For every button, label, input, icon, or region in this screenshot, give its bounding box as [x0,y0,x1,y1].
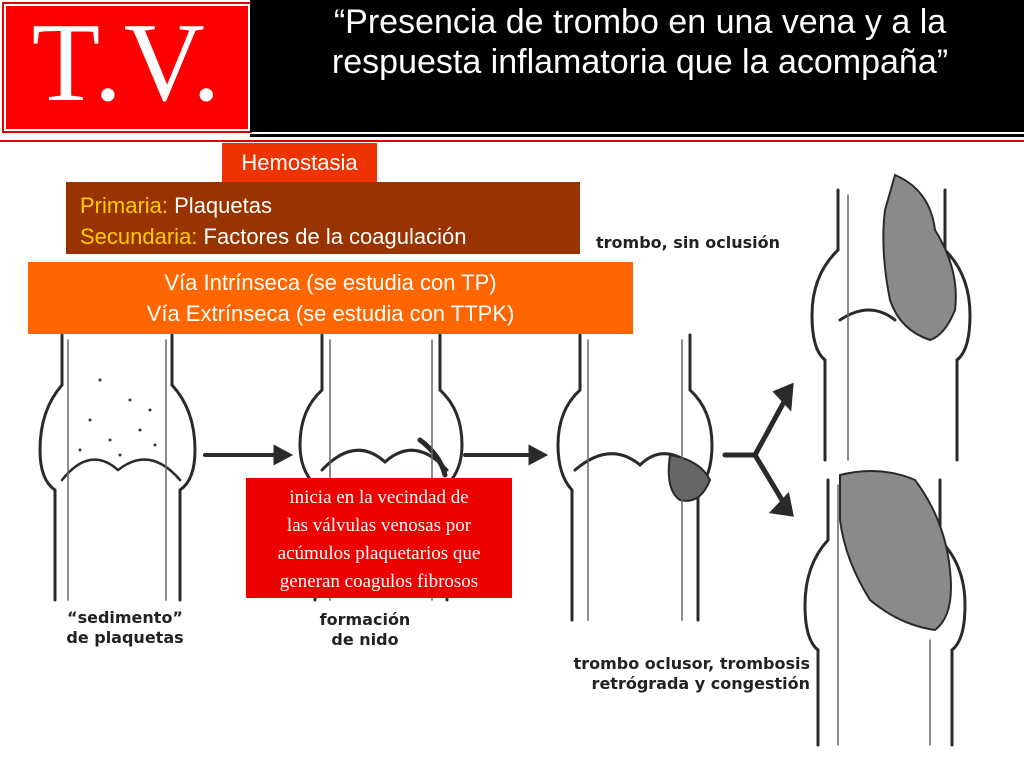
label-oclusor: trombo oclusor, trombosis retrógrada y c… [505,654,810,694]
label-formacion: formación de nido [300,610,430,650]
note-line-2: las válvulas venosas por [286,515,472,536]
vein-occlusive [803,470,967,747]
page-title: “Presencia de trombo en una vena y a la … [331,3,949,81]
vias-box: Vía Intrínseca (se estudia con TP) Vía E… [28,262,633,334]
vein-sediment [38,333,197,602]
red-divider [0,140,1024,142]
hemostasia-label: Hemostasia [222,143,377,183]
primaria-secundaria-box: Primaria: Plaquetas Secundaria: Factores… [66,182,580,254]
logo-box: T.V. [4,1,250,131]
label-sedimento-2: de plaquetas [66,628,184,647]
label-sin-oclusion: trombo, sin oclusión [596,233,781,252]
vein-thrombus-forming [556,333,714,622]
label-formacion-1: formación [319,610,411,629]
label-formacion-2: de nido [331,630,399,649]
primaria-line: Primaria: Plaquetas [80,190,580,221]
note-line-3: acúmulos plaquetarios que [277,543,481,564]
note-box: inicia en la vecindad de las válvulas ve… [246,478,512,598]
vein-non-occlusive [810,173,972,462]
via-intrinseca: Vía Intrínseca (se estudia con TP) [164,270,497,295]
logo-text: T.V. [31,1,223,125]
label-sedimento-1: “sedimento” [67,608,183,627]
label-oclusor-1: trombo oclusor, trombosis [573,654,810,673]
primaria-key: Primaria: [80,193,169,218]
note-line-4: generan coagulos fibrosos [279,571,479,592]
via-extrinseca: Vía Extrínseca (se estudia con TTPK) [146,301,515,326]
secundaria-key: Secundaria: [80,224,198,249]
label-oclusor-2: retrógrada y congestión [591,674,810,693]
title-box: “Presencia de trombo en una vena y a la … [250,0,1024,132]
note-line-1: inicia en la vecindad de [289,487,469,508]
secundaria-value: Factores de la coagulación [197,224,467,249]
primaria-value: Plaquetas [168,193,272,218]
title-underline [250,134,1024,137]
secundaria-line: Secundaria: Factores de la coagulación [80,221,580,252]
label-sedimento: “sedimento” de plaquetas [40,608,210,648]
